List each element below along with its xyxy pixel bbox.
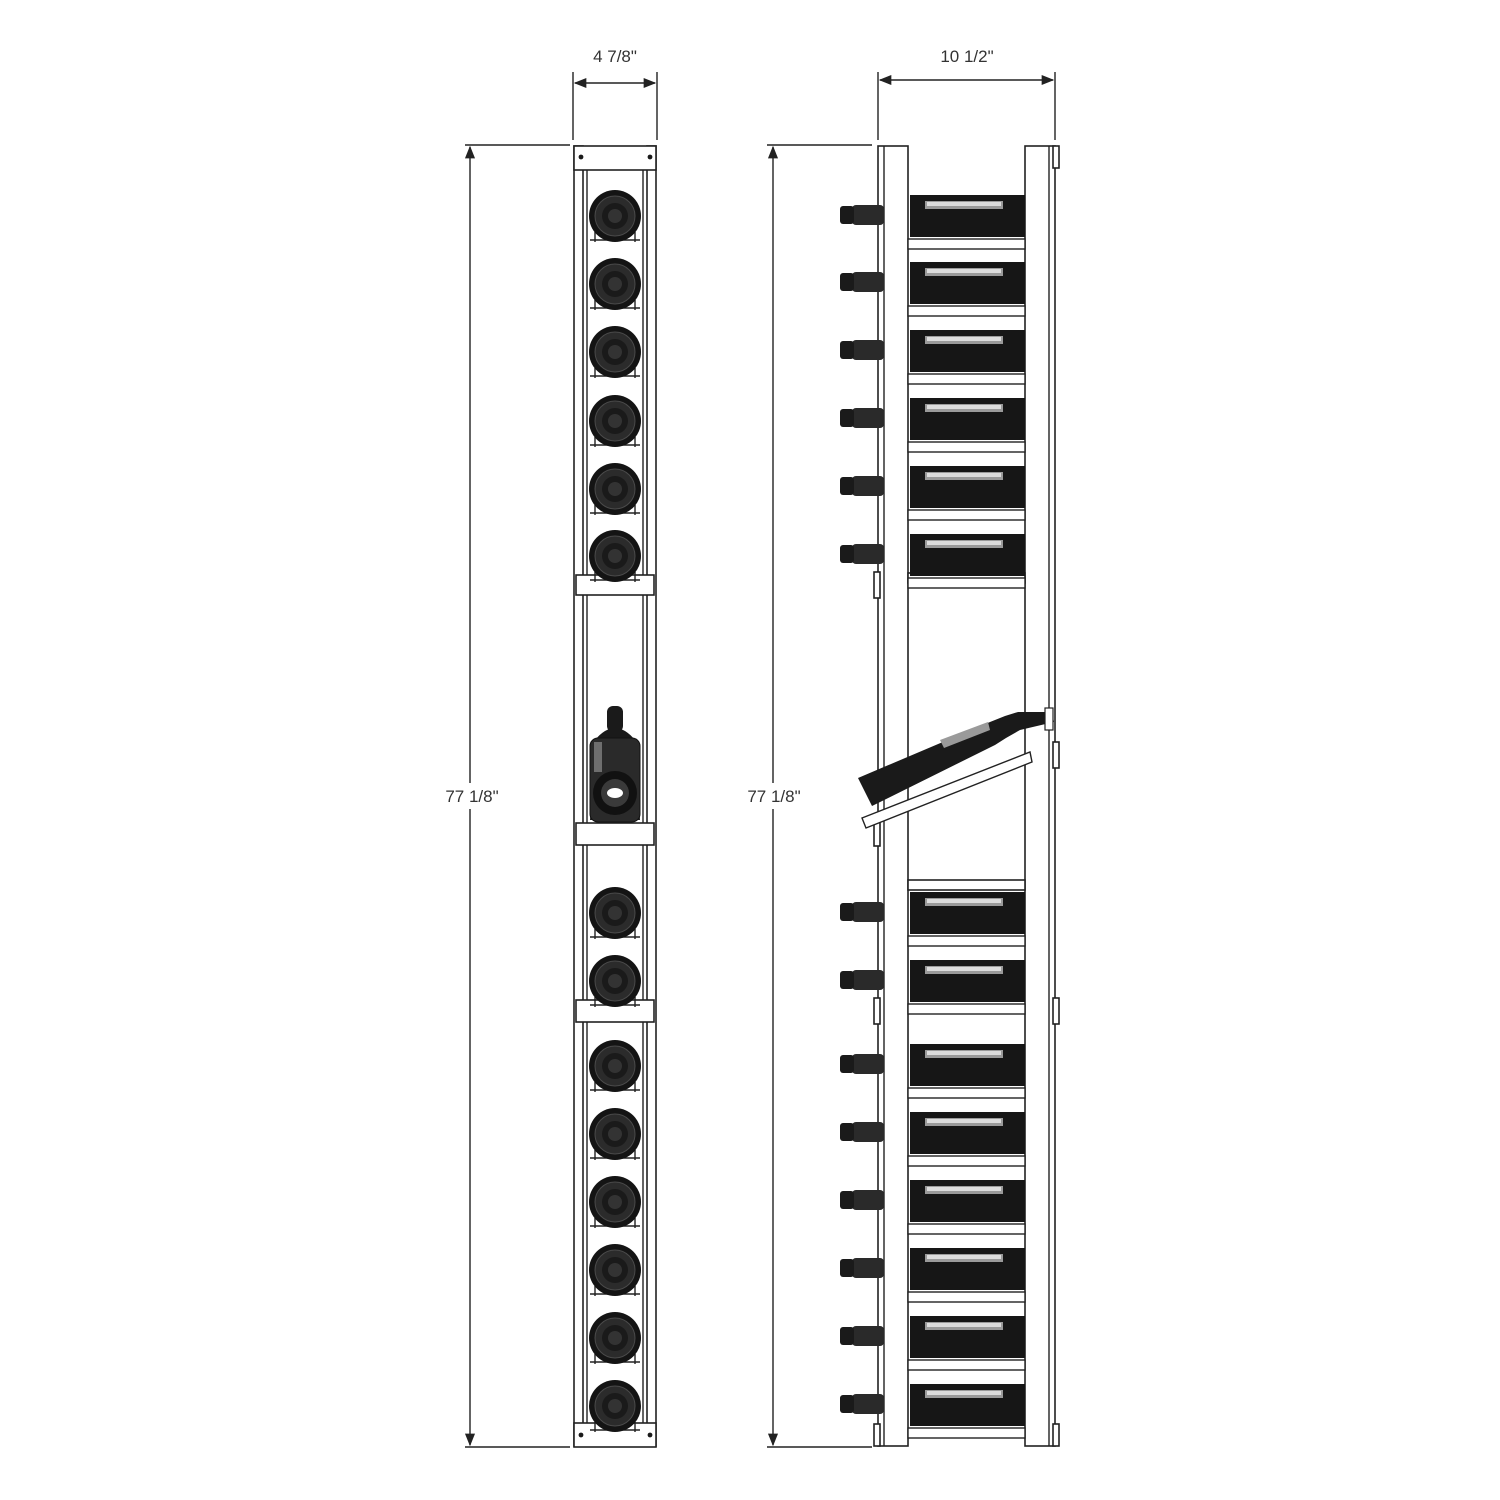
front-upper-bottle-5 [589, 463, 641, 515]
side-upper-bottles [840, 195, 1026, 589]
front-lower-bottle-7 [589, 1312, 641, 1364]
side-height-dimension: 77 1/8" [738, 144, 872, 1448]
front-lower-bottle-8 [589, 1380, 641, 1432]
front-width-label: 4 7/8" [593, 47, 637, 66]
side-lower-bottle-8 [840, 1384, 1026, 1439]
front-lower-bottles [589, 887, 641, 1432]
side-upper-bottle-2 [840, 262, 1026, 317]
front-right-upright [646, 145, 657, 1447]
side-upper-bottle-5 [840, 466, 1026, 521]
side-lower-bottle-3 [840, 1044, 1026, 1099]
front-upper-bottle-3 [589, 326, 641, 378]
side-rear-upright [1024, 145, 1056, 1447]
front-height-dimension: 77 1/8" [436, 144, 570, 1448]
front-height-label: 77 1/8" [445, 787, 498, 806]
front-lower-bottle-1 [589, 887, 641, 939]
side-height-label: 77 1/8" [747, 787, 800, 806]
side-lower-bottle-4 [840, 1112, 1026, 1167]
side-lower-bottles [840, 892, 1026, 1439]
front-upper-bottle-2 [589, 258, 641, 310]
side-upper-bottle-4 [840, 398, 1026, 453]
side-lower-bottle-2 [840, 960, 1026, 1015]
side-lower-bottle-7 [840, 1316, 1026, 1371]
side-upper-bottle-1 [840, 195, 1026, 250]
front-left-upright [573, 145, 584, 1447]
front-lower-bottle-6 [589, 1244, 641, 1296]
side-upper-bottle-3 [840, 330, 1026, 385]
front-width-dimension: 4 7/8" [572, 47, 658, 140]
front-lower-bottle-5 [589, 1176, 641, 1228]
front-upper-bottles [589, 190, 641, 582]
side-lower-bottle-6 [840, 1248, 1026, 1303]
front-lower-bottle-4 [589, 1108, 641, 1160]
front-display-bottle [589, 706, 641, 823]
front-lower-bottle-3 [589, 1040, 641, 1092]
side-depth-dimension: 10 1/2" [877, 47, 1056, 140]
side-lower-bottle-1 [840, 892, 1026, 947]
front-top-cap [573, 145, 657, 171]
side-lower-bottle-5 [840, 1180, 1026, 1235]
side-upper-bottle-6 [840, 534, 1026, 589]
front-upper-bottle-6 [589, 530, 641, 582]
front-upper-bottle-1 [589, 190, 641, 242]
front-upper-bottle-4 [589, 395, 641, 447]
front-display-shelf [575, 822, 655, 846]
side-display-bottle [858, 707, 1054, 829]
front-view-rack [573, 145, 657, 1448]
side-depth-label: 10 1/2" [940, 47, 993, 66]
front-lower-bottle-2 [589, 955, 641, 1007]
side-view-rack [840, 145, 1060, 1447]
